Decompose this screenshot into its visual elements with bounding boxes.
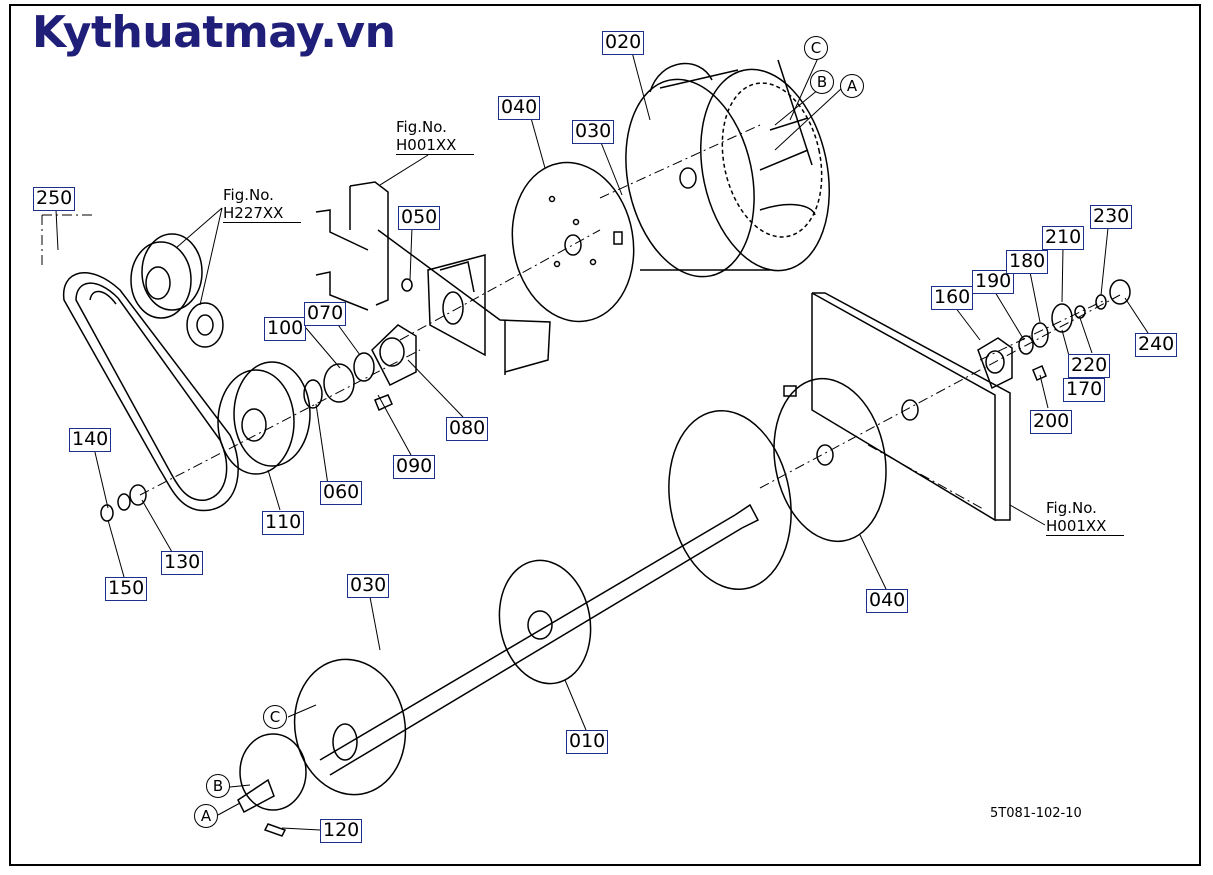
part-callout-140[interactable]: 140 bbox=[69, 428, 112, 452]
alignment-marker-c-upper: C bbox=[804, 36, 828, 60]
part-callout-120[interactable]: 120 bbox=[320, 819, 363, 843]
alignment-marker-b-upper: B bbox=[810, 70, 834, 94]
bearing-stack-drawing bbox=[977, 279, 1131, 390]
assembly-centerlines bbox=[41, 124, 1121, 511]
part-callout-030-upper[interactable]: 030 bbox=[572, 120, 615, 144]
part-callout-100[interactable]: 100 bbox=[264, 317, 307, 341]
fig-ref-code: H001XX bbox=[396, 136, 475, 155]
fan-plate-drawing bbox=[511, 161, 635, 323]
part-callout-160[interactable]: 160 bbox=[931, 286, 974, 310]
alignment-marker-c-lower: C bbox=[263, 705, 287, 729]
disc-mid-drawing bbox=[498, 559, 592, 685]
fig-ref-label: Fig.No. bbox=[1046, 499, 1097, 517]
alignment-marker-b-lower: B bbox=[206, 774, 230, 798]
disc-left-drawing bbox=[293, 658, 407, 796]
fig-ref-upper-bracket: Fig.No. H001XX bbox=[396, 118, 475, 155]
part-callout-130[interactable]: 130 bbox=[161, 551, 204, 575]
page-frame bbox=[9, 4, 1201, 866]
part-callout-050[interactable]: 050 bbox=[398, 206, 441, 230]
mounting-bracket-drawing bbox=[315, 181, 551, 375]
part-callout-180[interactable]: 180 bbox=[1006, 250, 1049, 274]
part-callout-230[interactable]: 230 bbox=[1090, 205, 1133, 229]
fig-ref-label: Fig.No. bbox=[396, 118, 447, 136]
part-callout-030-lower[interactable]: 030 bbox=[347, 574, 390, 598]
small-hardware-drawing bbox=[100, 278, 417, 522]
upper-pulley-drawing bbox=[130, 233, 224, 348]
disc-small-left-drawing bbox=[237, 733, 307, 837]
large-disc-right-drawing bbox=[773, 377, 887, 543]
brand-watermark: Kythuatmay.vn bbox=[32, 7, 396, 58]
belt-drawing bbox=[62, 272, 239, 512]
part-callout-040-lower[interactable]: 040 bbox=[866, 589, 909, 613]
main-shaft-drawing bbox=[319, 503, 760, 776]
side-panel-drawing bbox=[811, 292, 1011, 522]
fig-ref-label: Fig.No. bbox=[223, 186, 274, 204]
disc-mid-right-drawing bbox=[668, 410, 792, 590]
part-callout-060[interactable]: 060 bbox=[320, 481, 363, 505]
part-callout-150[interactable]: 150 bbox=[105, 577, 148, 601]
part-callout-040-upper[interactable]: 040 bbox=[498, 96, 541, 120]
part-callout-020[interactable]: 020 bbox=[602, 31, 645, 55]
part-callout-200[interactable]: 200 bbox=[1030, 410, 1073, 434]
fig-ref-code: H227XX bbox=[223, 204, 302, 223]
part-callout-190[interactable]: 190 bbox=[972, 270, 1015, 294]
drawing-number: 5T081-102-10 bbox=[990, 806, 1082, 821]
fig-ref-code: H001XX bbox=[1046, 517, 1125, 536]
part-callout-080[interactable]: 080 bbox=[446, 417, 489, 441]
lower-pulley-drawing bbox=[217, 361, 311, 475]
part-callout-250[interactable]: 250 bbox=[33, 187, 76, 211]
part-callout-110[interactable]: 110 bbox=[262, 511, 305, 535]
part-callout-170[interactable]: 170 bbox=[1063, 378, 1106, 402]
part-callout-210[interactable]: 210 bbox=[1042, 226, 1085, 250]
fig-ref-side-panel: Fig.No. H001XX bbox=[1046, 499, 1125, 536]
fan-impeller-drawing bbox=[625, 59, 830, 278]
alignment-marker-a-upper: A bbox=[840, 74, 864, 98]
alignment-marker-a-lower: A bbox=[194, 804, 218, 828]
part-callout-070[interactable]: 070 bbox=[304, 302, 347, 326]
part-callout-220[interactable]: 220 bbox=[1068, 354, 1111, 378]
fig-ref-pulley: Fig.No. H227XX bbox=[223, 186, 302, 223]
part-callout-010[interactable]: 010 bbox=[566, 730, 609, 754]
part-callout-090[interactable]: 090 bbox=[393, 455, 436, 479]
part-callout-240[interactable]: 240 bbox=[1135, 333, 1178, 357]
